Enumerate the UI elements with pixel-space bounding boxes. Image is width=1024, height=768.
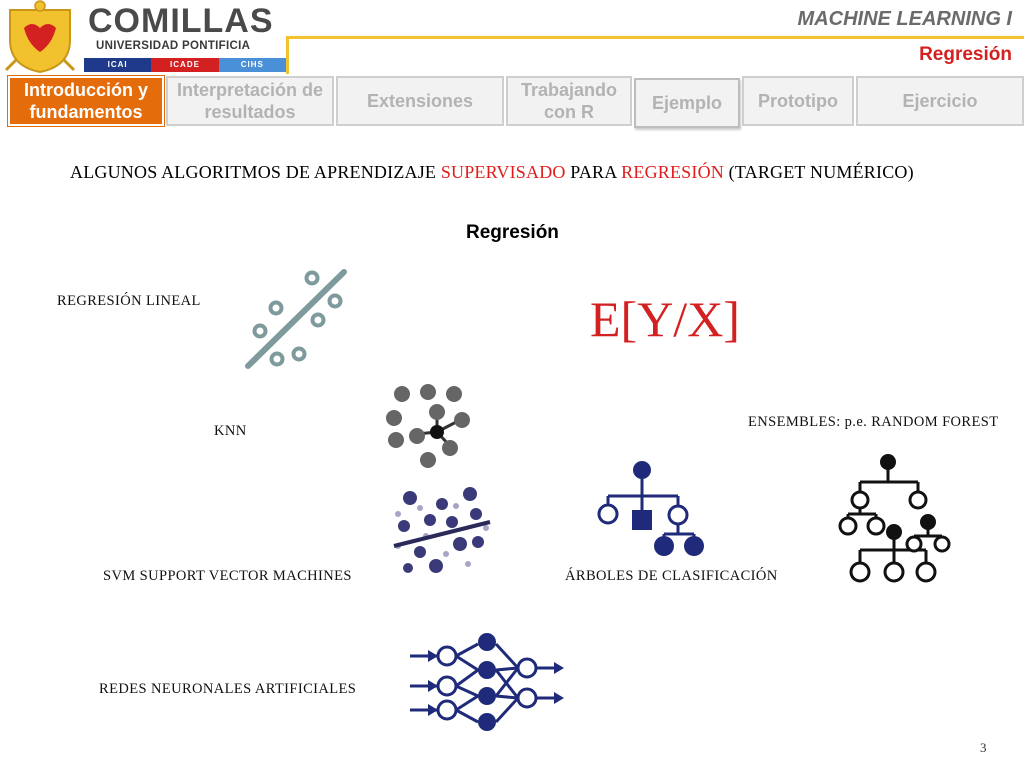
heading-highlight-supervisado: SUPERVISADO: [440, 162, 566, 182]
random-forest-icon: [838, 454, 951, 583]
course-title: MACHINE LEARNING I: [797, 8, 1012, 30]
tab-label: Extensiones: [366, 91, 474, 111]
label-knn: KNN: [214, 423, 247, 439]
tab-interpretacion[interactable]: Interpretación de resultados: [166, 76, 334, 126]
svm-icon: [393, 487, 491, 573]
label-neural-nets: REDES NEURONALES ARTIFICIALES: [99, 681, 357, 697]
decision-tree-icon: [597, 461, 704, 556]
tab-label: Trabajando con R: [520, 80, 618, 122]
tab-ejercicio[interactable]: Ejercicio: [856, 76, 1024, 126]
tab-label: Interpretación de resultados: [176, 80, 324, 122]
label-svm: SVM SUPPORT VECTOR MACHINES: [103, 568, 352, 584]
header-divider: [286, 36, 1024, 39]
logo-unit-icai: ICAI: [84, 58, 152, 72]
heading-highlight-regresion: REGRESIÓN: [621, 162, 724, 182]
page-number: 3: [980, 740, 987, 755]
heading-part: (TARGET NUMÉRICO): [723, 162, 914, 182]
university-crest-logo: [4, 0, 76, 74]
section-title: Regresión: [919, 44, 1012, 65]
logo-units-bar: ICAI ICADE CIHS: [84, 58, 286, 72]
heading-part: ALGUNOS ALGORITMOS DE APRENDIZAJE: [70, 162, 441, 182]
label-trees: ÁRBOLES DE CLASIFICACIÓN: [565, 568, 778, 584]
heading-part: PARA: [565, 162, 622, 182]
slide-heading: ALGUNOS ALGORITMOS DE APRENDIZAJE SUPERV…: [70, 162, 914, 183]
logo-unit-cihs: CIHS: [218, 58, 286, 72]
tab-trabajando-con-r[interactable]: Trabajando con R: [506, 76, 632, 126]
tab-introduccion[interactable]: Introducción y fundamentos: [7, 75, 165, 127]
knn-icon: [386, 384, 470, 468]
header-divider-vertical: [286, 36, 289, 74]
tab-label: Prototipo: [758, 91, 838, 111]
logo-unit-icade: ICADE: [151, 58, 219, 72]
label-ensembles: ENSEMBLES: p.e. RANDOM FOREST: [748, 414, 999, 430]
subheading: Regresión: [466, 222, 559, 243]
tab-label: Ejemplo: [651, 93, 722, 113]
tab-ejemplo[interactable]: Ejemplo: [634, 78, 740, 128]
tab-extensiones[interactable]: Extensiones: [336, 76, 504, 126]
neural-network-icon: [410, 633, 564, 731]
logo-subtitle: UNIVERSIDAD PONTIFICIA: [96, 40, 251, 52]
tab-prototipo[interactable]: Prototipo: [742, 76, 854, 126]
linear-regression-icon: [245, 269, 347, 369]
logo-wordmark: COMILLAS: [88, 2, 274, 40]
tab-label: Introducción y fundamentos: [23, 80, 148, 122]
label-linear-regression: REGRESIÓN LINEAL: [57, 293, 201, 309]
tab-label: Ejercicio: [902, 91, 978, 111]
expectation-formula: E[Y/X]: [590, 291, 740, 347]
